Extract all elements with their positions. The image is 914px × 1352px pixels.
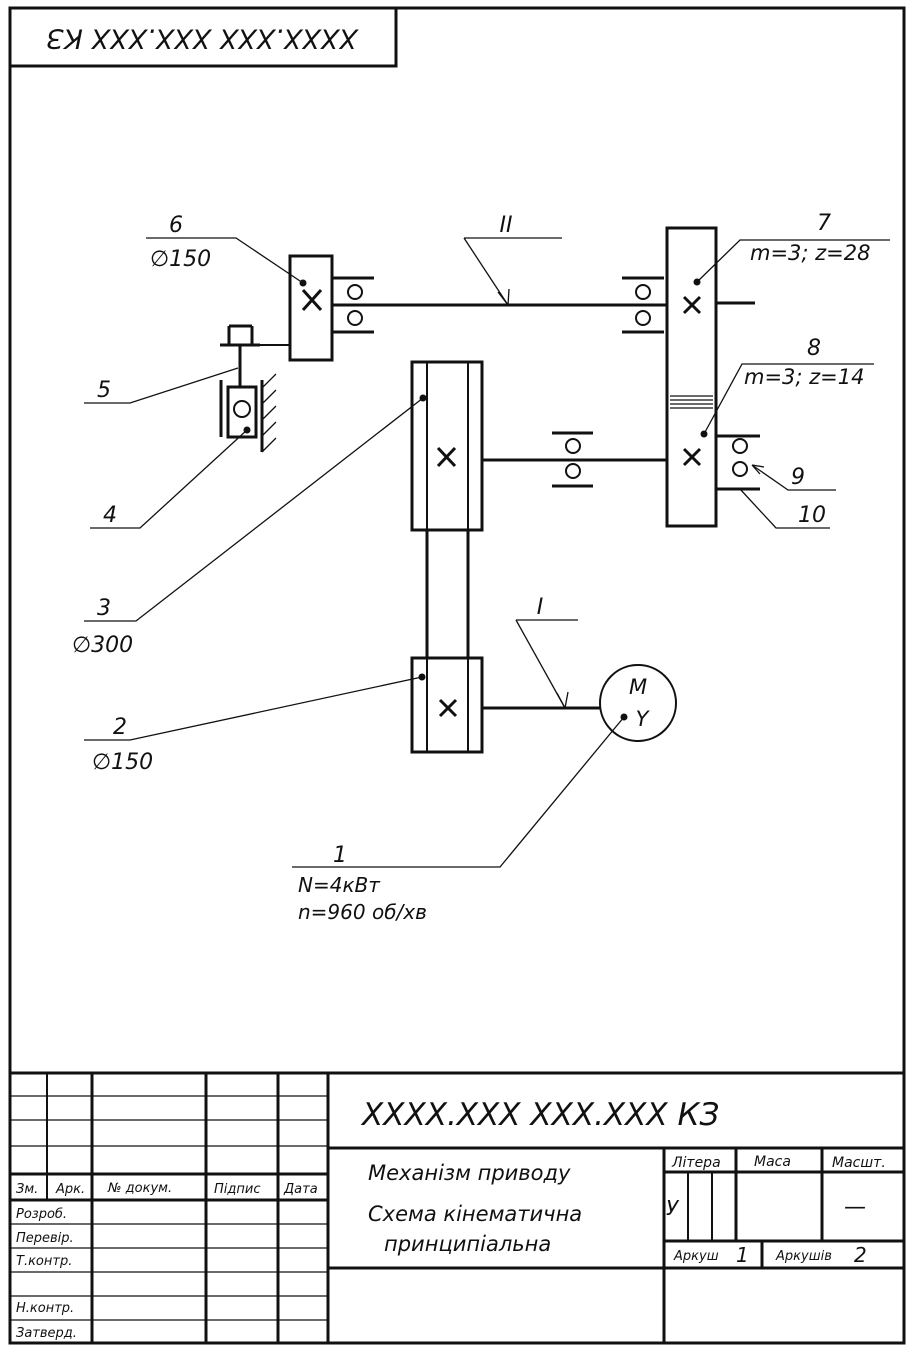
row-rozrob: Розроб. [16, 1207, 67, 1222]
label-1-num: 1 [333, 843, 347, 868]
gear-block-7-8 [665, 226, 718, 528]
col-header-ark: Арк. [55, 1182, 85, 1197]
part-labels: 6 ∅150 5 4 3 ∅300 2 ∅150 1 N=4кВт n=960 … [72, 211, 871, 924]
label-7-num: 7 [817, 211, 831, 236]
label-8-num: 8 [807, 336, 821, 361]
label-4-num: 4 [103, 503, 117, 528]
arkush-label: Аркуш [673, 1249, 719, 1264]
arkush-value: 1 [736, 1243, 749, 1267]
label-9-num: 9 [791, 465, 805, 490]
slider-4 [219, 373, 277, 453]
title-line-2: Схема кінематична [368, 1202, 582, 1226]
label-1-power: N=4кВт [298, 873, 381, 897]
col-header-zm: Зм. [16, 1182, 38, 1197]
masa-label: Маса [754, 1154, 791, 1170]
lever-5 [220, 324, 290, 387]
row-perevir: Перевір. [16, 1231, 74, 1246]
litera-label: Літера [671, 1155, 721, 1171]
label-7-spec: m=3; z=28 [750, 241, 871, 265]
title-block: Зм. Арк. № докум. Підпис Дата Розроб. Пе… [10, 1071, 904, 1343]
label-1-speed: n=960 об/хв [298, 900, 427, 924]
label-10-num: 10 [798, 503, 826, 528]
document-code: XXXX.XXX XXX.XXX КЗ [360, 1097, 719, 1133]
title-line-3: принципіальна [384, 1232, 551, 1256]
col-header-date: Дата [283, 1182, 318, 1197]
label-2-spec: ∅150 [92, 750, 153, 775]
corner-stamp: XXXX.XXX XXX.XXX КЗ [8, 6, 398, 68]
pulley-6 [288, 254, 334, 362]
bearing-pair-middle [552, 431, 593, 488]
arkushiv-value: 2 [854, 1243, 867, 1267]
label-3-num: 3 [97, 596, 111, 621]
col-header-sign: Підпис [214, 1182, 260, 1197]
masht-label: Масшт. [832, 1155, 886, 1171]
arkushiv-label: Аркушів [775, 1249, 832, 1264]
masht-value: — [844, 1195, 866, 1220]
drawing-frame [8, 6, 906, 1345]
label-5-num: 5 [97, 378, 111, 403]
label-6-spec: ∅150 [150, 247, 211, 272]
litera-value: У [666, 1196, 680, 1220]
motor-label-top: M [629, 675, 647, 699]
label-shaft-i: I [537, 595, 544, 620]
col-header-doc: № докум. [107, 1181, 172, 1196]
label-6-num: 6 [169, 213, 183, 238]
motor-label-bottom: Y [636, 707, 651, 731]
corner-stamp-text: XXXX.XXX XXX.XXX КЗ [46, 23, 359, 54]
row-nkontr: Н.контр. [16, 1301, 74, 1316]
label-2-num: 2 [113, 715, 127, 740]
row-tkontr: Т.контр. [16, 1254, 72, 1269]
kinematic-diagram: M Y [72, 211, 890, 924]
label-3-spec: ∅300 [72, 633, 133, 658]
bearing-pair-right-top [622, 276, 664, 334]
label-shaft-ii: II [500, 213, 513, 238]
bearing-pair-left-top [333, 276, 374, 334]
title-line-1: Механізм приводу [368, 1161, 571, 1185]
row-zatverd: Затверд. [16, 1326, 77, 1341]
label-8-spec: m=3; z=14 [744, 365, 865, 389]
pulley-2 [410, 656, 484, 754]
electric-motor: M Y [599, 664, 677, 742]
leader-lines [84, 237, 890, 868]
pulley-3 [410, 360, 484, 532]
bearing-pair-right-side [717, 434, 760, 491]
